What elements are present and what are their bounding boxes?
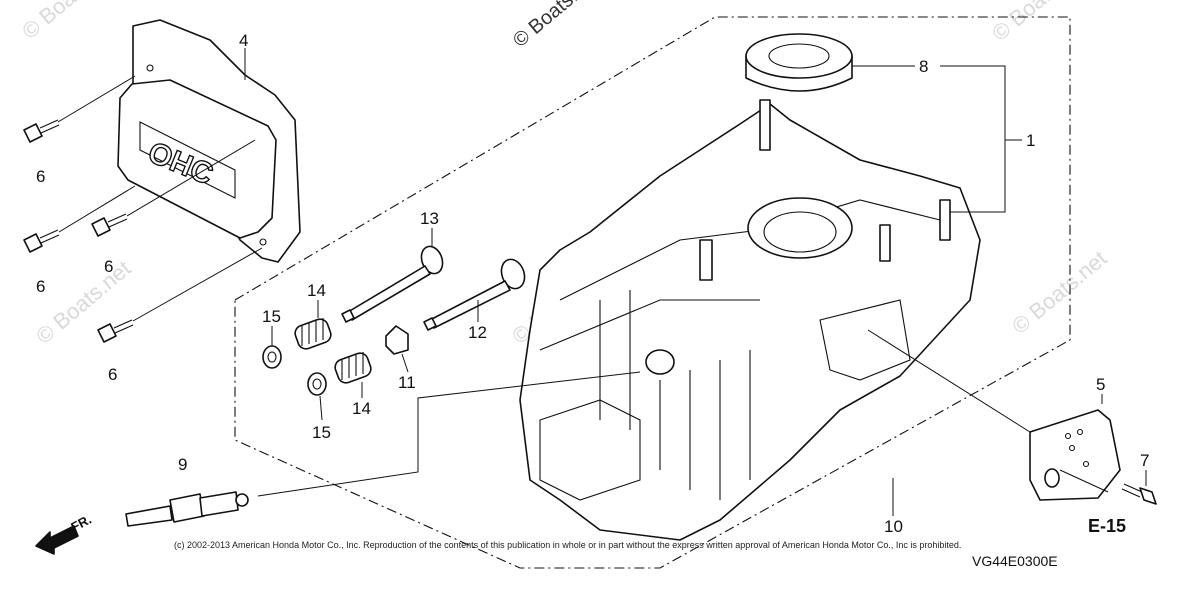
callout-12: 12 (468, 323, 487, 342)
watermark-mid-left: © Boats.net (31, 256, 135, 349)
arrow-7 (1059, 469, 1109, 493)
callout-7: 7 (1140, 451, 1149, 470)
watermark-top-left: © Boats.net (17, 0, 121, 44)
valve-spring-14a (294, 318, 332, 350)
leader-6c (126, 139, 256, 217)
callout-15b: 15 (312, 423, 331, 442)
cylinder-block (519, 99, 981, 541)
callout-6c: 6 (104, 257, 113, 276)
copyright-notice: (c) 2002-2013 American Honda Motor Co., … (174, 540, 961, 550)
callout-14b: 14 (352, 399, 371, 418)
diagram-code: VG44E0300E (972, 553, 1058, 569)
assembly-boundary (234, 16, 1071, 569)
leader-5-gasket (867, 329, 1031, 433)
oil-seal (745, 33, 853, 92)
bolt-6-b (23, 229, 60, 253)
callout-15a: 15 (262, 307, 281, 326)
callout-13: 13 (420, 209, 439, 228)
callout-5: 5 (1096, 375, 1105, 394)
callout-8: 8 (919, 57, 928, 76)
callout-9: 9 (178, 455, 187, 474)
valve-12 (423, 258, 526, 331)
watermark-mid-right: © Boats.net (1007, 246, 1111, 339)
leader-6a (57, 75, 136, 123)
leader-11 (401, 353, 409, 373)
callout-6d: 6 (108, 365, 117, 384)
callout-10: 10 (884, 517, 903, 536)
callout-4: 4 (239, 31, 248, 50)
bolt-6-a (23, 119, 60, 143)
bolt-7 (1121, 483, 1157, 505)
front-arrow-icon (35, 525, 79, 555)
leader-9 (257, 371, 641, 497)
leader-15b (319, 395, 323, 421)
callout-6a: 6 (36, 167, 45, 186)
leader-6b (58, 185, 136, 233)
spring-retainer-15b (307, 372, 327, 396)
callout-11: 11 (398, 373, 416, 392)
watermark-top-center: © Boats.net (509, 0, 604, 52)
leader-1-8 (852, 65, 1022, 213)
gasket-5 (1029, 409, 1121, 501)
spring-retainer-15a (262, 345, 282, 369)
valve-spring-14b (334, 352, 372, 384)
bolt-6-c (91, 213, 128, 237)
watermark-top-right: © Boats.net (987, 0, 1091, 46)
callout-14a: 14 (307, 281, 326, 300)
callout-1: 1 (1026, 131, 1035, 150)
spark-plug (125, 491, 249, 527)
callout-6b: 6 (36, 277, 45, 296)
reference-label: E-15 (1088, 516, 1126, 536)
bolt-6-d (97, 319, 134, 343)
leader-6d (132, 247, 263, 322)
head-cover: OHC (117, 79, 277, 239)
valve-stem-seal-11 (385, 325, 409, 355)
valve-13 (341, 245, 444, 323)
